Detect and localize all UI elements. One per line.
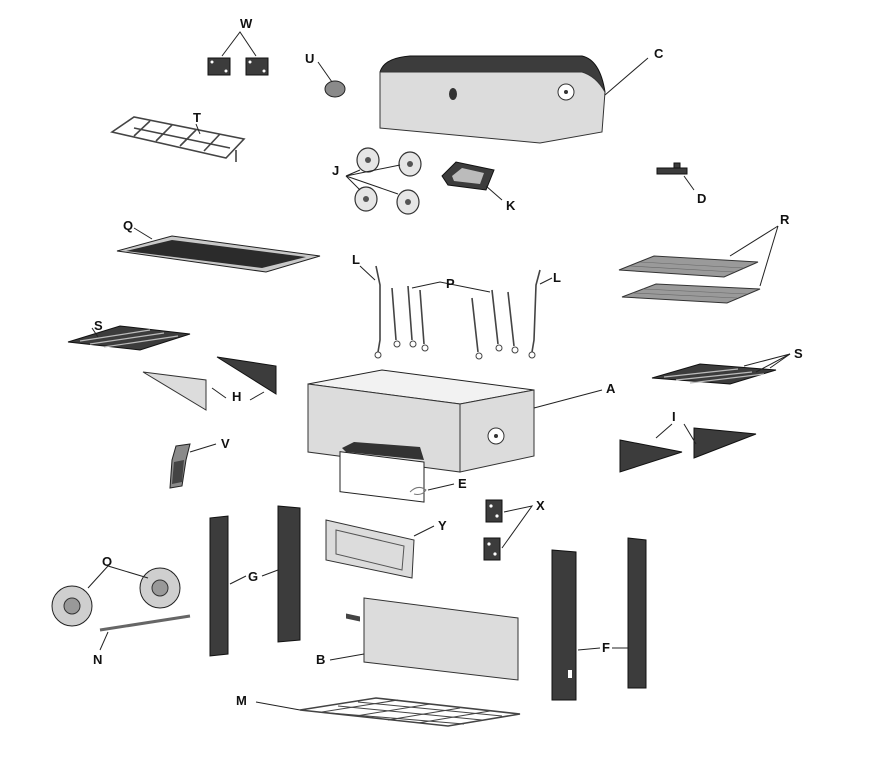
label-l-right: L	[553, 270, 561, 285]
label-s-left: S	[94, 318, 103, 333]
label-s-right: S	[794, 346, 803, 361]
part-b-panel	[329, 597, 519, 681]
part-q-tray	[116, 227, 321, 273]
label-c: C	[654, 46, 664, 61]
label-f: F	[602, 640, 610, 655]
part-g-legs	[209, 505, 301, 657]
part-s-shelf-left	[67, 325, 191, 351]
part-x-hinges	[483, 499, 534, 561]
label-l-left: L	[352, 252, 360, 267]
part-u-knob	[317, 61, 346, 98]
label-y: Y	[438, 518, 447, 533]
label-i: I	[672, 409, 676, 424]
part-n-axle	[99, 614, 191, 651]
label-w: W	[240, 16, 253, 31]
label-g: G	[248, 569, 258, 584]
part-c-lid	[379, 55, 649, 144]
part-d-clip	[656, 162, 695, 191]
label-x: X	[536, 498, 545, 513]
label-u: U	[305, 51, 314, 66]
label-m: M	[236, 693, 247, 708]
label-a: A	[606, 381, 616, 396]
label-n: N	[93, 652, 102, 667]
label-t: T	[193, 110, 201, 125]
part-r-grates	[618, 225, 779, 304]
label-d: D	[697, 191, 706, 206]
part-e-ignitor	[409, 483, 455, 495]
part-k-bracket	[441, 161, 503, 201]
label-v: V	[221, 436, 230, 451]
label-j: J	[332, 163, 339, 178]
part-p-burner-tubes	[391, 281, 519, 360]
label-b: B	[316, 652, 325, 667]
part-i-brackets	[619, 423, 757, 473]
part-y-door	[325, 519, 435, 622]
label-q: Q	[123, 218, 133, 233]
part-m-bottom-grate	[255, 697, 521, 727]
label-e: E	[458, 476, 467, 491]
part-s-shelf-right	[651, 353, 791, 385]
label-k: K	[506, 198, 516, 213]
label-h: H	[232, 389, 241, 404]
part-v-handle	[169, 443, 217, 489]
label-r: R	[780, 212, 790, 227]
part-f-legs	[551, 537, 647, 701]
part-l-burners	[359, 265, 553, 359]
part-a-firebox	[307, 369, 603, 503]
label-o: O	[102, 554, 112, 569]
label-p: P	[446, 276, 455, 291]
part-o-wheels	[51, 565, 181, 627]
part-t-warming-rack	[110, 116, 246, 162]
part-h-brackets	[142, 356, 277, 411]
part-j-caps	[345, 147, 422, 215]
part-w-brackets	[207, 31, 269, 76]
